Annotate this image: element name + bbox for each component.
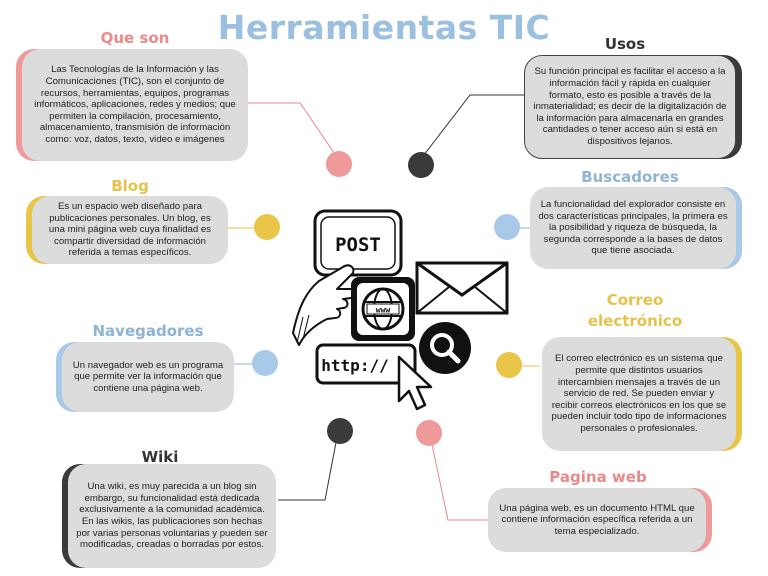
text-wiki: Una wiki, es muy parecida a un blog sin … [68, 464, 276, 568]
dot-buscadores [494, 214, 520, 240]
post-sign-icon: POST [313, 209, 403, 277]
card-buscadores: La funcionalidad del explorador consiste… [530, 187, 742, 269]
post-label: POST [335, 234, 381, 256]
dot-pagina-web [416, 420, 442, 446]
dot-blog [254, 214, 280, 240]
card-correo: El correo electrónico es un sistema que … [542, 337, 742, 451]
text-blog: Es un espacio web diseñado para publicac… [32, 196, 228, 264]
text-navegadores: Un navegador web es un programa que perm… [62, 342, 234, 412]
heading-usos: Usos [604, 35, 646, 53]
text-buscadores: La funcionalidad del explorador consiste… [530, 187, 736, 269]
dot-usos [408, 152, 434, 178]
pointing-hand-icon [292, 264, 357, 346]
card-wiki: Una wiki, es muy parecida a un blog sin … [62, 464, 276, 568]
card-blog: Es un espacio web diseñado para publicac… [26, 196, 228, 264]
connector-que-son [245, 102, 340, 161]
card-usos: Su función principal es facilitar el acc… [524, 55, 742, 159]
text-que-son: Las Tecnologías de la Información y las … [22, 49, 248, 161]
cursor-arrow-icon [397, 355, 433, 411]
heading-blog: Blog [111, 177, 149, 195]
http-address-icon: http:// [315, 343, 417, 385]
heading-que-son: Que son [100, 29, 170, 47]
tic-illustration: POST www http:// [292, 209, 509, 411]
www-globe-icon: www [351, 277, 415, 341]
http-label: http:// [321, 356, 388, 375]
heading-pagina-web: Pagina web [549, 468, 647, 486]
heading-navegadores: Navegadores [92, 322, 204, 340]
text-correo: El correo electrónico es un sistema que … [542, 337, 736, 451]
connector-pagina-web [429, 434, 488, 521]
page-title: Herramientas TIC [217, 8, 551, 47]
text-pagina-web: Una página web, es un documento HTML que… [488, 488, 706, 552]
search-magnifier-icon [419, 322, 471, 374]
dot-correo [496, 352, 522, 378]
www-label: www [376, 306, 391, 315]
connector-wiki [278, 431, 339, 501]
card-que-son: Las Tecnologías de la Información y las … [16, 49, 248, 163]
dot-que-son [326, 151, 352, 177]
card-navegadores: Un navegador web es un programa que perm… [56, 342, 234, 412]
heading-buscadores: Buscadores [581, 168, 679, 186]
dot-navegadores [252, 350, 278, 376]
connector-usos [419, 94, 525, 161]
heading-correo: Correo electrónico [587, 291, 683, 330]
card-pagina-web: Una página web, es un documento HTML que… [488, 488, 712, 552]
envelope-icon [415, 261, 509, 315]
dot-wiki [327, 418, 353, 444]
text-usos: Su función principal es facilitar el acc… [524, 55, 736, 159]
heading-wiki: Wiki [141, 448, 179, 466]
